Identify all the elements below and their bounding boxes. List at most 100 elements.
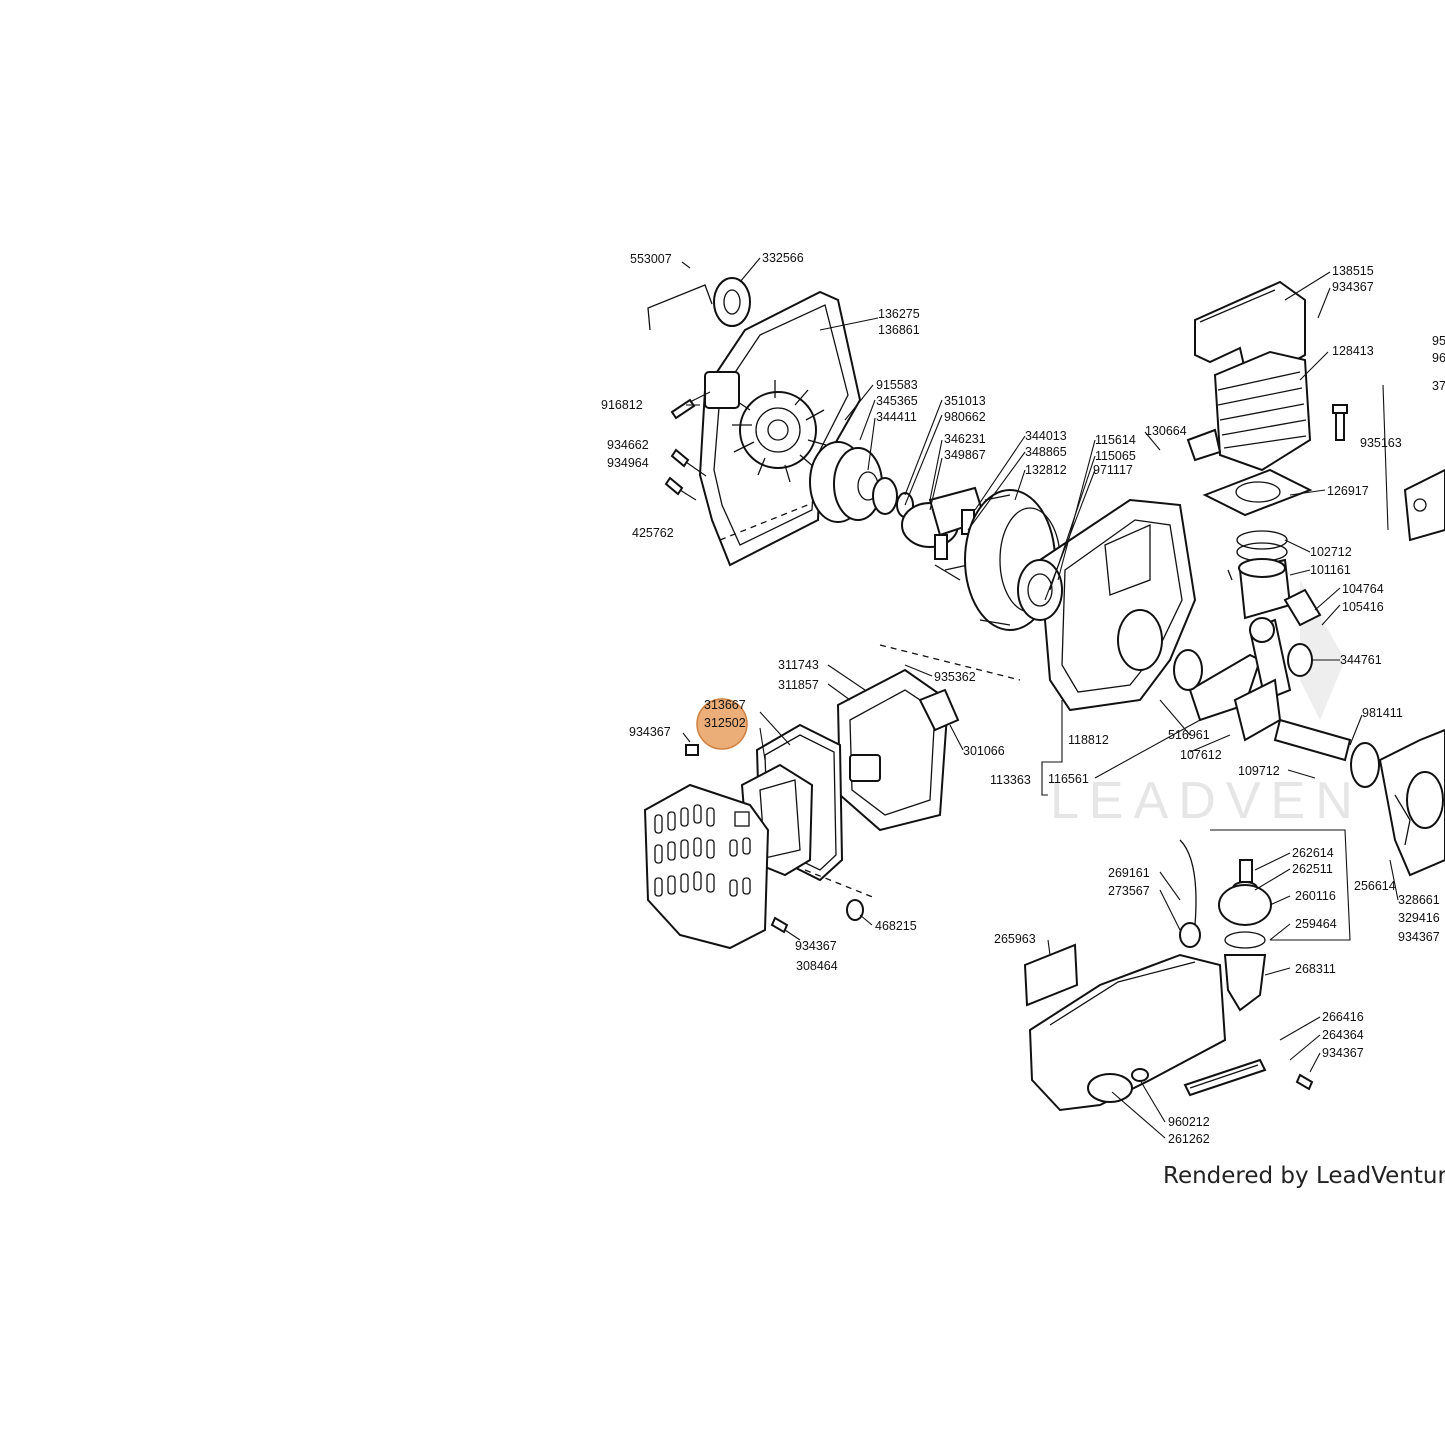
label-115614[interactable]: 115614 [1095, 433, 1136, 447]
label-269161[interactable]: 269161 [1108, 866, 1150, 880]
label-260116[interactable]: 260116 [1295, 889, 1336, 903]
label-934964[interactable]: 934964 [607, 456, 649, 470]
label-136861[interactable]: 136861 [878, 323, 920, 337]
label-264364[interactable]: 264364 [1322, 1028, 1364, 1042]
label-edge-96[interactable]: 96 [1432, 351, 1445, 365]
fuel-line [1179, 839, 1201, 948]
piston-rings [1236, 530, 1288, 562]
bracket-118812 [1041, 700, 1063, 796]
label-107612[interactable]: 107612 [1180, 748, 1222, 762]
label-128413[interactable]: 128413 [1332, 344, 1374, 358]
carburetor-partial [1403, 468, 1445, 542]
label-981411[interactable]: 981411 [1362, 706, 1403, 720]
screw-934367-left [685, 744, 699, 756]
label-960212[interactable]: 960212 [1168, 1115, 1210, 1129]
strap-266416 [1183, 1058, 1267, 1097]
label-313667[interactable]: 313667 [704, 698, 746, 712]
label-344013[interactable]: 344013 [1025, 429, 1067, 443]
muffler-cover-slots [654, 804, 751, 897]
label-346231[interactable]: 346231 [944, 432, 986, 446]
label-101161[interactable]: 101161 [1310, 563, 1351, 577]
label-115065[interactable]: 115065 [1095, 449, 1136, 463]
bracket-256614 [1210, 829, 1351, 941]
label-344761[interactable]: 344761 [1340, 653, 1382, 667]
label-105416[interactable]: 105416 [1342, 600, 1384, 614]
label-edge-37[interactable]: 37 [1432, 379, 1445, 393]
plate-265963 [1023, 943, 1079, 1007]
gear-housing [1350, 728, 1445, 877]
label-266416[interactable]: 266416 [1322, 1010, 1364, 1024]
label-934367-right[interactable]: 934367 [1398, 930, 1440, 944]
label-934367-muffler[interactable]: 934367 [795, 939, 837, 953]
label-259464[interactable]: 259464 [1295, 917, 1337, 931]
piston [1227, 558, 1292, 620]
label-118812[interactable]: 118812 [1068, 733, 1109, 747]
label-136275[interactable]: 136275 [878, 307, 920, 321]
label-109712[interactable]: 109712 [1238, 764, 1280, 778]
label-971117[interactable]: 971117 [1093, 463, 1133, 477]
label-348865[interactable]: 348865 [1025, 445, 1067, 459]
label-262614[interactable]: 262614 [1292, 846, 1334, 860]
gasket-301066 [918, 688, 960, 732]
label-328661[interactable]: 328661 [1398, 893, 1440, 907]
label-934367-left[interactable]: 934367 [629, 725, 671, 739]
label-130664[interactable]: 130664 [1145, 424, 1187, 438]
label-345365[interactable]: 345365 [876, 394, 918, 408]
label-132812[interactable]: 132812 [1025, 463, 1067, 477]
label-344411[interactable]: 344411 [876, 410, 917, 424]
label-126917[interactable]: 126917 [1327, 484, 1369, 498]
label-312502[interactable]: 312502 [704, 716, 746, 730]
crankshaft [1173, 617, 1352, 762]
starter-pulley [809, 441, 914, 523]
label-edge-95[interactable]: 95 [1432, 334, 1445, 348]
render-credit: Rendered by LeadVenture, In [1163, 1163, 1445, 1189]
label-311743[interactable]: 311743 [778, 658, 819, 672]
label-980662[interactable]: 980662 [944, 410, 986, 424]
label-329416[interactable]: 329416 [1398, 911, 1440, 925]
label-935163[interactable]: 935163 [1360, 436, 1402, 450]
label-256614[interactable]: 256614 [1354, 879, 1396, 893]
label-102712[interactable]: 102712 [1310, 545, 1352, 559]
piston-pin [1283, 588, 1322, 627]
label-308464[interactable]: 308464 [796, 959, 838, 973]
bracket-553007 [647, 284, 713, 331]
label-915583[interactable]: 915583 [876, 378, 918, 392]
label-311857[interactable]: 311857 [778, 678, 819, 692]
label-301066[interactable]: 301066 [963, 744, 1005, 758]
label-261262[interactable]: 261262 [1168, 1132, 1210, 1146]
label-935362[interactable]: 935362 [934, 670, 976, 684]
label-104764[interactable]: 104764 [1342, 582, 1384, 596]
label-116561[interactable]: 116561 [1048, 772, 1089, 786]
starter-housing [647, 277, 862, 567]
crankcase [1017, 498, 1197, 712]
label-468215[interactable]: 468215 [875, 919, 917, 933]
label-265963[interactable]: 265963 [994, 932, 1036, 946]
screw-934367-muffler [770, 916, 789, 934]
label-553007[interactable]: 553007 [630, 252, 672, 266]
label-351013[interactable]: 351013 [944, 394, 986, 408]
label-425762[interactable]: 425762 [632, 526, 674, 540]
label-934367-top[interactable]: 934367 [1332, 280, 1374, 294]
label-349867[interactable]: 349867 [944, 448, 986, 462]
highlight-marker[interactable] [696, 698, 748, 750]
label-138515[interactable]: 138515 [1332, 264, 1374, 278]
leader-lines [681, 257, 1399, 1139]
nut-468215 [846, 899, 864, 921]
label-934367-lower[interactable]: 934367 [1322, 1046, 1364, 1060]
label-268311[interactable]: 268311 [1295, 962, 1336, 976]
label-916812[interactable]: 916812 [601, 398, 643, 412]
label-934662[interactable]: 934662 [607, 438, 649, 452]
label-273567[interactable]: 273567 [1108, 884, 1150, 898]
gasket-126917 [1202, 468, 1313, 517]
label-113363[interactable]: 113363 [990, 773, 1031, 787]
muffler-cover [643, 783, 770, 950]
screw-935163 [1332, 404, 1348, 441]
label-516961[interactable]: 516961 [1168, 728, 1210, 742]
cylinder [1186, 350, 1312, 472]
muffler-bracket-311743 [836, 668, 950, 832]
starter-fins [732, 380, 827, 483]
label-262511[interactable]: 262511 [1292, 862, 1333, 876]
label-332566[interactable]: 332566 [762, 251, 804, 265]
